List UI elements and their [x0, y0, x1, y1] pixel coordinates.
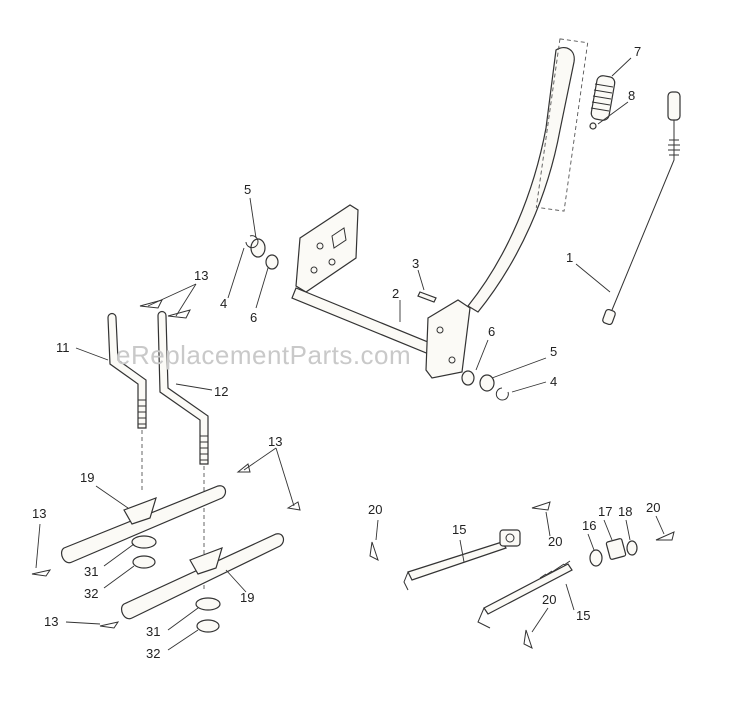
- callout-20b: 20: [548, 534, 562, 549]
- leader-lines: [35, 57, 665, 651]
- clevis-pin: [417, 291, 437, 303]
- callout-7: 7: [634, 44, 641, 59]
- rod-15-lower: [477, 560, 573, 629]
- callout-3: 3: [412, 256, 419, 271]
- callout-16: 16: [582, 518, 596, 533]
- lift-link-11: [107, 312, 147, 429]
- callout-4b: 4: [550, 374, 557, 389]
- hairpin-20-right: [655, 531, 675, 541]
- callout-19a: 19: [80, 470, 94, 485]
- callout-2: 2: [392, 286, 399, 301]
- callout-15b: 15: [576, 608, 590, 623]
- callout-5b: 5: [550, 344, 557, 359]
- rod-15-upper: [403, 529, 521, 591]
- lift-cable: [602, 91, 681, 326]
- callout-5a: 5: [244, 182, 251, 197]
- lift-arm-upper: [60, 485, 227, 564]
- hairpin-13-top-b: [167, 309, 191, 319]
- callout-6a: 6: [250, 310, 257, 325]
- callout-31b: 31: [146, 624, 160, 639]
- hairpin-13-right-b: [286, 501, 301, 511]
- spacer-right: [461, 370, 475, 386]
- callout-20d: 20: [542, 592, 556, 607]
- hairpin-20-left: [369, 541, 379, 561]
- hairpin-13-top-a: [139, 299, 163, 309]
- handle-grip: [590, 75, 616, 121]
- callout-13b: 13: [268, 434, 282, 449]
- washers-upper: [131, 535, 157, 569]
- callout-32b: 32: [146, 646, 160, 661]
- callout-19b: 19: [240, 590, 254, 605]
- hairpin-20-mid: [531, 501, 551, 511]
- callout-18: 18: [618, 504, 632, 519]
- washers-lower: [195, 597, 221, 633]
- callout-11: 11: [56, 340, 70, 355]
- callout-8: 8: [628, 88, 635, 103]
- callout-17: 17: [598, 504, 612, 519]
- callout-31a: 31: [84, 564, 98, 579]
- spacer-left: [265, 254, 279, 270]
- hairpin-13-bottom: [99, 621, 120, 629]
- washer-16: [589, 549, 603, 567]
- clip-left: [245, 235, 259, 249]
- lift-link-12: [157, 310, 209, 465]
- nut-17: [605, 538, 627, 560]
- callout-12: 12: [214, 384, 228, 399]
- callout-13c: 13: [32, 506, 46, 521]
- hairpin-20-bottom: [523, 629, 533, 649]
- bushing-right: [479, 374, 495, 392]
- lift-arm-lower: [120, 533, 285, 620]
- lift-handle: [467, 38, 589, 313]
- callout-20a: 20: [368, 502, 382, 517]
- watermark: eReplacementParts.com: [116, 340, 411, 370]
- mounting-plate: [295, 204, 359, 293]
- shaft-bracket: [425, 299, 471, 379]
- callout-6b: 6: [488, 324, 495, 339]
- callout-13d: 13: [44, 614, 58, 629]
- callout-labels: 7 8 1 3 2 5 4 6 6 5 4 13 11 12 13 19 13 …: [32, 44, 660, 661]
- callout-1: 1: [566, 250, 573, 265]
- callout-20c: 20: [646, 500, 660, 515]
- callout-13a: 13: [194, 268, 208, 283]
- grip-pin: [589, 122, 597, 130]
- hairpin-13-right-a: [236, 463, 251, 473]
- callout-32a: 32: [84, 586, 98, 601]
- callout-4a: 4: [220, 296, 227, 311]
- clip-right: [495, 387, 509, 401]
- ferrule-18: [626, 540, 638, 556]
- callout-15a: 15: [452, 522, 466, 537]
- hairpin-13-left: [31, 569, 52, 577]
